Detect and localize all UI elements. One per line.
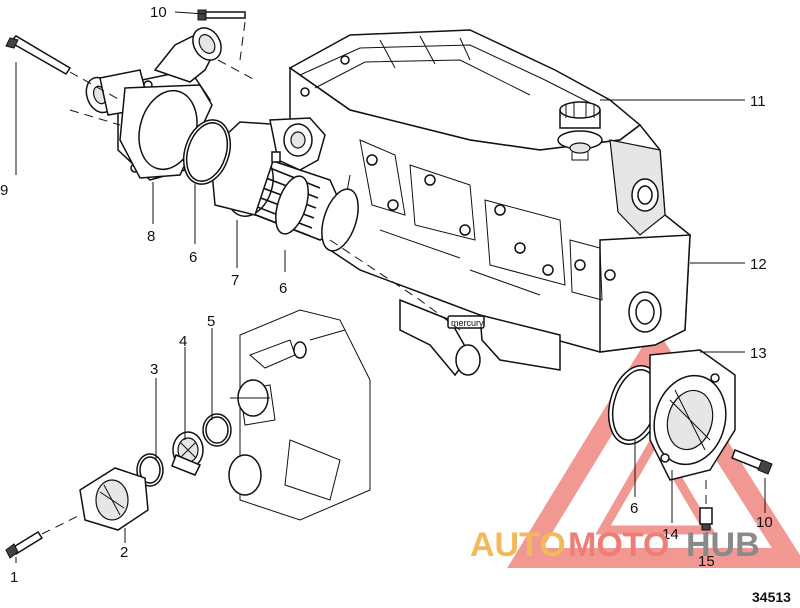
drain-plug-15 xyxy=(699,480,713,531)
callout-11: 11 xyxy=(750,93,766,110)
callout-14: 14 xyxy=(662,526,679,543)
callout-6c: 6 xyxy=(630,500,638,517)
bolt-upper xyxy=(197,9,246,61)
callout-2: 2 xyxy=(120,544,128,561)
watermark-text-hub: HUB xyxy=(686,526,760,564)
heat-exchanger-body: mercury xyxy=(288,29,691,377)
pressure-cap xyxy=(557,101,603,161)
alignment-line-a xyxy=(69,109,121,126)
o-ring-3 xyxy=(136,453,164,487)
watermark-triangle xyxy=(507,326,800,568)
o-ring-upper xyxy=(182,119,232,185)
callout-5: 5 xyxy=(207,313,215,330)
callout-4: 4 xyxy=(179,333,187,350)
svg-text:mercury: mercury xyxy=(451,318,484,328)
bolt-long xyxy=(5,35,121,101)
callout-9: 9 xyxy=(0,182,8,199)
callout-6b: 6 xyxy=(279,280,287,297)
cover-2 xyxy=(79,467,149,531)
engine-block-section xyxy=(228,309,371,521)
o-ring-right xyxy=(607,365,663,445)
callout-6a: 6 xyxy=(189,249,197,266)
callout-10b: 10 xyxy=(756,514,773,531)
end-cover-13 xyxy=(649,349,736,481)
callout-7: 7 xyxy=(231,272,239,289)
callout-8: 8 xyxy=(147,228,155,245)
callout-3: 3 xyxy=(150,361,158,378)
watermark-text-moto: MOTO xyxy=(568,526,669,564)
alignment-line-c xyxy=(329,239,461,331)
leader-lines xyxy=(15,11,766,563)
watermark-logo: AUTO MOTO HUB xyxy=(470,526,760,564)
bolt-lower-right xyxy=(731,449,773,475)
callout-13: 13 xyxy=(750,345,767,362)
callout-10a: 10 xyxy=(150,4,167,21)
figure-number: 34513 xyxy=(752,589,791,605)
plug-4 xyxy=(171,431,204,476)
callout-12: 12 xyxy=(750,256,767,273)
alignment-line-b xyxy=(217,59,256,81)
callout-15: 15 xyxy=(698,553,715,570)
o-ring-5 xyxy=(202,413,232,447)
screw-1 xyxy=(5,514,81,559)
watermark-text-auto: AUTO xyxy=(470,526,566,564)
callout-1: 1 xyxy=(10,569,18,586)
